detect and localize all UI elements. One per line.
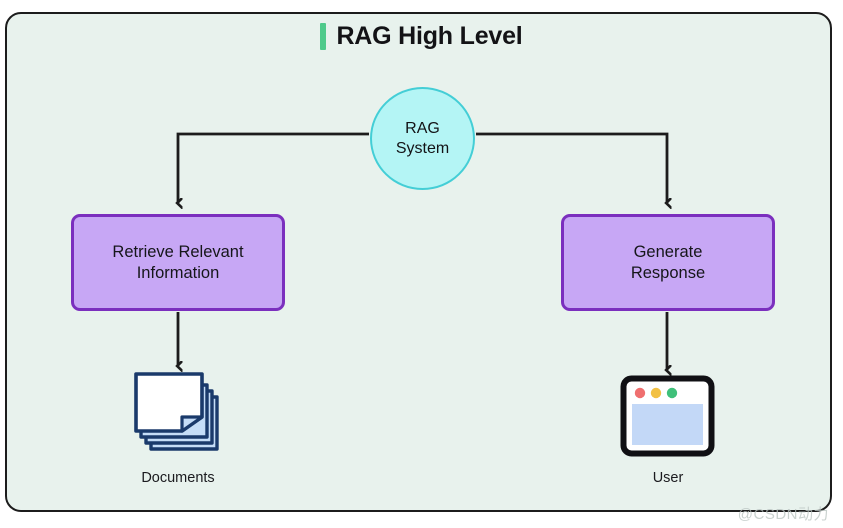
page-title: RAG High Level <box>0 22 843 51</box>
watermark: @CSDN动力 <box>737 506 829 523</box>
node-retrieve-label: Retrieve Relevant Information <box>112 243 244 282</box>
node-rag-system[interactable]: RAG System <box>370 87 475 190</box>
title-text: RAG High Level <box>336 22 523 50</box>
window-dot-red <box>634 387 646 399</box>
node-generate-label: Generate Response <box>630 243 706 282</box>
node-rag-system-label: RAG System <box>395 120 450 157</box>
label-user: User <box>652 470 684 486</box>
documents-stack-icon <box>133 371 225 459</box>
browser-window-icon <box>620 375 715 457</box>
window-dot-green <box>666 387 678 399</box>
node-generate-response[interactable]: Generate Response <box>561 214 775 311</box>
node-retrieve-relevant-information[interactable]: Retrieve Relevant Information <box>71 214 285 311</box>
title-accent-bar <box>320 23 327 50</box>
window-dot-yellow <box>650 387 662 399</box>
label-documents: Documents <box>141 470 215 486</box>
